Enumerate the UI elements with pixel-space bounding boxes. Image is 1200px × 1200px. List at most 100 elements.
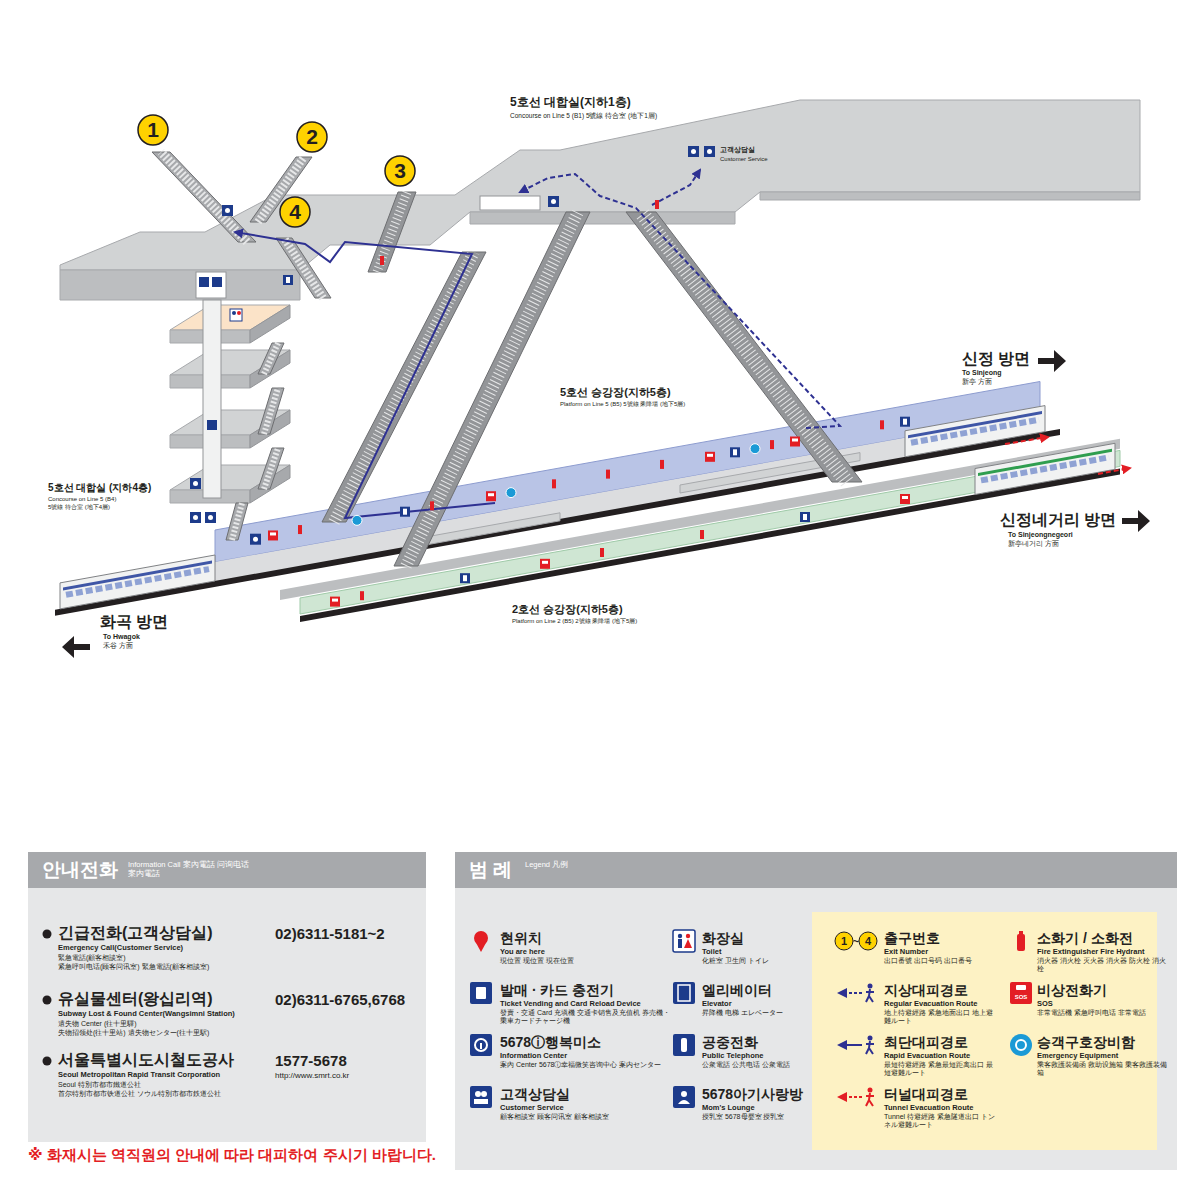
map-label: 고객상담실 (720, 146, 755, 154)
facility-icon-mark (551, 199, 556, 204)
exit-number: 1 (137, 114, 169, 146)
tunnel-evacuation-route (1005, 437, 1048, 444)
stairs-steps (264, 388, 278, 434)
panel-text: 서울특별시도시철도공사 (58, 1051, 234, 1069)
facility-icon-mark (193, 515, 198, 520)
facility-icon-mark (225, 208, 230, 213)
train (905, 406, 1045, 457)
legend-subtext: Regular Evacuation Route (884, 1000, 999, 1009)
facility-icon-mark (691, 149, 696, 154)
fire-extinguisher-icon (660, 460, 664, 469)
legend-subtext: 地上待避經路 紧急地面出口 地上避難ルート (884, 1009, 999, 1025)
map-label: 2호선 승강장(지하5층) (512, 603, 623, 616)
legend-subtext: Public Telephone (702, 1052, 807, 1061)
panel-text: Subway Lost & Found Center(Wangsimni Sta… (58, 1010, 235, 1019)
panel-text: Seoul Metropolitan Rapid Transit Corpora… (58, 1071, 220, 1080)
fire-extinguisher-icon (700, 530, 704, 539)
legend-subtext: Customer Service (500, 1104, 675, 1113)
exit-number-text: 4 (279, 196, 311, 228)
legend-icon (859, 932, 877, 950)
fire-extinguisher-icon (298, 525, 302, 534)
sos-phone-icon-mark (270, 532, 276, 535)
regular-evacuation-route (520, 174, 840, 428)
exit-circle-shape (297, 122, 327, 152)
panel-text: 1577-5678 (275, 1052, 347, 1069)
map-label: 禾谷 方面 (103, 642, 133, 650)
stairs (226, 503, 248, 540)
sos-phone-icon (705, 452, 715, 462)
legend-text: 최단대피경로 (884, 1034, 968, 1050)
legend-icon (470, 982, 492, 1004)
phone-icon-mark (286, 277, 290, 283)
facility-icon-mark (253, 537, 258, 542)
phone-icon (730, 447, 740, 457)
sos-phone-icon-mark (902, 496, 908, 499)
map-label: Concourse on Line 5 (B1) 5號線 待合室 (地下1層) (510, 112, 657, 119)
panel-text: 긴급전화(고객상담실) (58, 924, 213, 942)
exit-stairs-steps (284, 238, 323, 298)
elevator-box (196, 272, 226, 298)
panel-heading: 안내전화 (42, 859, 118, 881)
exit-circle-shape (138, 115, 168, 145)
legend-icon-mark (681, 1091, 687, 1097)
panel-text: 失物招领处(往十里站) 遺失物センター(往十里駅) (58, 1029, 209, 1037)
legend-icon-mark (678, 1100, 690, 1104)
bullet (43, 930, 52, 939)
concourse-floor (60, 100, 1140, 270)
fire-extinguisher-icon (380, 256, 384, 265)
map-label: 5호선 대합실 (지하4층) (48, 482, 151, 494)
legend-text: 승객구호장비함 (1037, 1034, 1135, 1050)
panel-text: 首尔特别市都市铁道公社 ソウル特別市都市鉄道公社 (58, 1090, 221, 1098)
elevator-icon (199, 277, 209, 287)
facility-icon-mark (208, 515, 213, 520)
panel-text: Information Call 案內電話 问询电话 案内電話 (128, 861, 258, 878)
sos-phone-icon (330, 597, 340, 607)
legend-subtext: Mom's Lounge (702, 1104, 807, 1113)
facility-icon (222, 205, 233, 216)
legend-icon (673, 1034, 695, 1056)
legend-icon-mark (678, 985, 690, 1001)
legend-text: 현위치 (500, 930, 542, 946)
legend-icon-mark (481, 1091, 487, 1097)
facility-icon (190, 512, 201, 523)
sos-phone-icon-mark (542, 561, 548, 564)
legend-subtext: Emergency Equipment (1037, 1052, 1172, 1061)
legend-subtext: Exit Number (884, 948, 999, 957)
map-label: 新亭네거리 方面 (1008, 540, 1059, 548)
map-label: 新亭 方面 (962, 378, 992, 386)
legend-text: 화장실 (702, 930, 744, 946)
phone-icon (400, 507, 410, 517)
facility-icon (250, 534, 261, 545)
stairs-steps (264, 343, 278, 374)
sos-icon-text: SOS (1015, 994, 1028, 1001)
legend-icon-mark (686, 934, 690, 938)
legend-text: 출구번호 (884, 930, 940, 946)
direction-arrow (62, 636, 90, 658)
legend-icon-mark (475, 1039, 487, 1051)
legend-icon-figure (868, 1036, 873, 1041)
legend-text: 터널대피경로 (884, 1086, 968, 1102)
legend-text: 지상대피경로 (884, 982, 968, 998)
legend-icon-figure (868, 984, 873, 989)
fire-extinguisher-icon (360, 591, 364, 600)
phone-icon (460, 573, 470, 583)
stairs (258, 343, 284, 374)
fire-extinguisher-icon (880, 420, 884, 429)
exit-stairs (152, 152, 256, 242)
legend-subtext: Toilet (702, 948, 807, 957)
legend-subtext: 出口番號 出口号码 出口番号 (884, 957, 999, 965)
exit-number-text: 1 (137, 114, 169, 146)
exit-stairs (276, 238, 331, 298)
phone-icon (900, 417, 910, 427)
legend-icon-mark (678, 934, 682, 938)
escalator-steps (377, 192, 407, 272)
legend-subtext: 乘客救護裝備函 救助设施箱 乗客救護装備箱 (1037, 1061, 1172, 1077)
legend-icon-mark (678, 939, 682, 948)
train (975, 443, 1115, 494)
legend-icon-mark (475, 1091, 481, 1097)
exit-number-sample: ~ (853, 935, 859, 948)
panel-text: Emergency Call(Customer Service) (58, 944, 183, 953)
facility-icon (205, 512, 216, 523)
sos-phone-icon (540, 559, 550, 569)
stairs (258, 448, 284, 489)
